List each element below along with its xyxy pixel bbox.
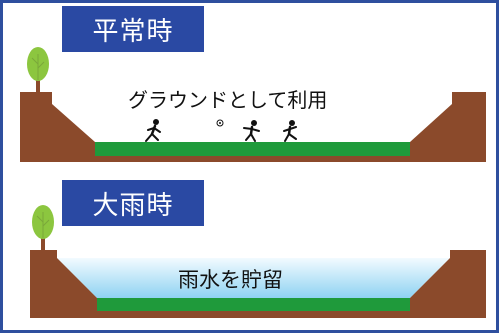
normal-right-bank [410,92,486,162]
normal-ground [20,92,486,162]
normal-time-title: 平常時 [92,16,174,47]
soccer-player-icon [243,120,260,142]
normal-time-label: 平常時 [62,6,204,52]
rain-right-bank [410,250,486,318]
heavy-rain-title: 大雨時 [92,190,174,221]
running-person-icon [145,119,161,142]
normal-basin-soil [95,156,410,162]
stored-rainwater [57,258,450,298]
rain-grass-field [97,298,410,311]
rain-left-bank [30,250,97,318]
normal-grass-field [95,142,410,156]
rain-ground [30,250,486,318]
tree-icon-bottom [32,205,54,250]
normal-left-bank [20,92,95,162]
heavy-rain-caption: 雨水を貯留 [178,268,283,292]
running-person-icon-2 [283,120,297,142]
soccer-ball-icon [216,119,224,127]
tree-icon [27,47,49,92]
rain-basin-soil [97,311,410,318]
normal-time-caption: グラウンドとして利用 [128,88,328,112]
heavy-rain-label: 大雨時 [62,180,204,226]
